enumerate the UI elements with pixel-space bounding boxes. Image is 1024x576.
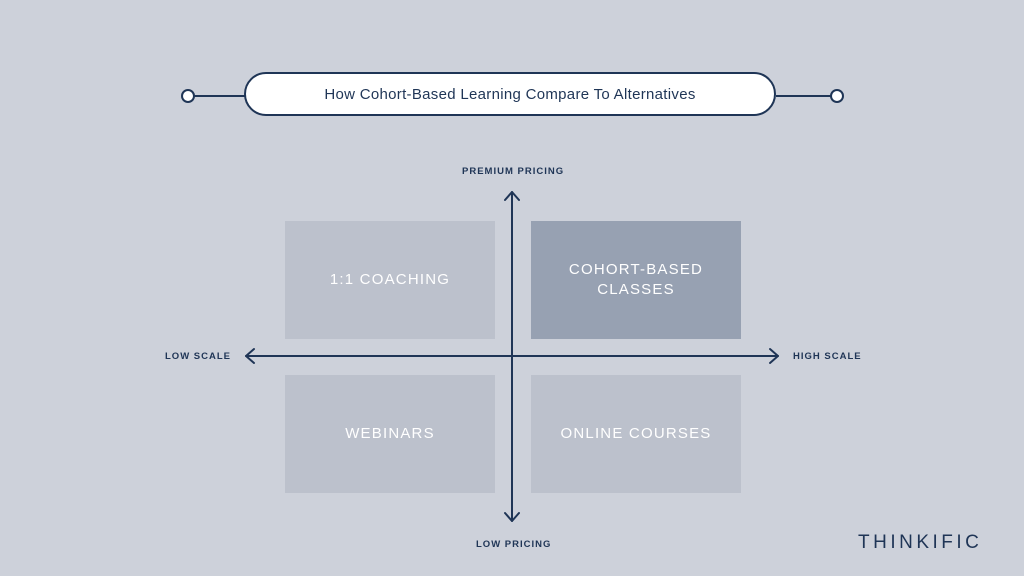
diagram-title: How Cohort-Based Learning Compare To Alt… bbox=[244, 72, 776, 116]
quadrant-top-right-label: COHORT-BASED CLASSES bbox=[568, 261, 704, 298]
axis-label-right: HIGH SCALE bbox=[793, 351, 862, 362]
arrow-right-icon bbox=[769, 348, 779, 364]
diagram-title-text: How Cohort-Based Learning Compare To Alt… bbox=[324, 85, 696, 103]
quadrant-top-left: 1:1 COACHING bbox=[285, 221, 495, 339]
axis-label-left: LOW SCALE bbox=[165, 351, 231, 362]
title-node-right bbox=[830, 89, 844, 103]
axis-label-bottom: LOW PRICING bbox=[476, 539, 552, 550]
title-node-left bbox=[181, 89, 195, 103]
quadrant-top-right: COHORT-BASED CLASSES bbox=[531, 221, 741, 339]
arrow-up-icon bbox=[504, 191, 520, 201]
arrow-left-icon bbox=[245, 348, 255, 364]
title-connector-right bbox=[776, 95, 832, 97]
arrow-down-icon bbox=[504, 512, 520, 522]
quadrant-bottom-right-label: ONLINE COURSES bbox=[560, 425, 712, 442]
quadrant-bottom-right: ONLINE COURSES bbox=[531, 375, 741, 493]
brand-logo: THINKIFIC bbox=[858, 532, 983, 553]
axis-label-top: PREMIUM PRICING bbox=[462, 166, 565, 177]
quadrant-top-left-label: 1:1 COACHING bbox=[329, 271, 451, 288]
quadrant-bottom-left-label: WEBINARS bbox=[345, 425, 435, 442]
title-connector-left bbox=[194, 95, 246, 97]
quadrant-bottom-left: WEBINARS bbox=[285, 375, 495, 493]
